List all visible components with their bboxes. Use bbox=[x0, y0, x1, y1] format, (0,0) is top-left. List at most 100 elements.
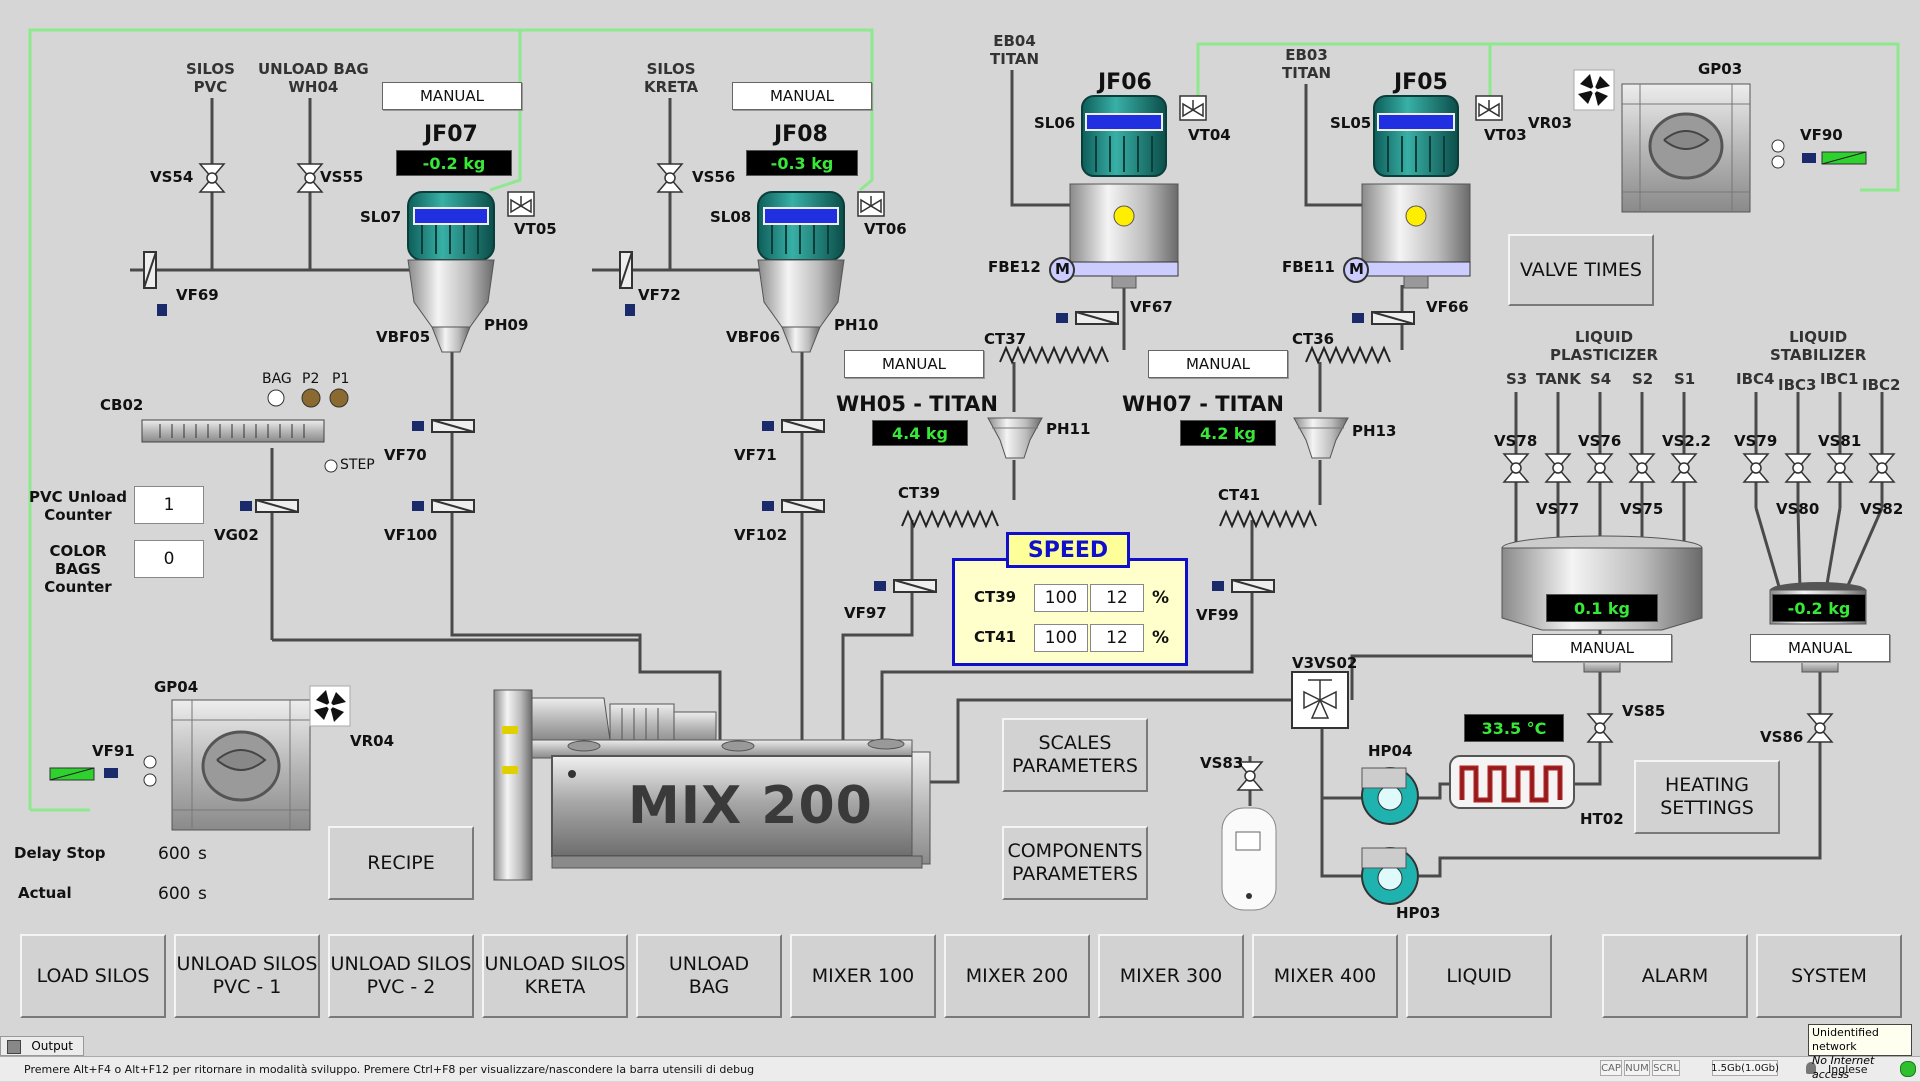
valve-times-button[interactable]: VALVE TIMES bbox=[1508, 234, 1654, 306]
vs75-label: VS75 bbox=[1620, 500, 1664, 518]
fbe11-motor-label: M bbox=[1349, 260, 1364, 278]
output-tab-icon bbox=[7, 1040, 21, 1054]
p1-indicator-label: P1 bbox=[332, 371, 350, 387]
network-status-icon[interactable] bbox=[1900, 1061, 1916, 1077]
eb03-label: EB03 TITAN bbox=[1282, 46, 1332, 82]
sl08-label: SL08 bbox=[710, 208, 752, 226]
nav-unload-silos-kreta-button[interactable]: UNLOAD SILOS KRETA bbox=[482, 934, 628, 1018]
network-tooltip-title: Unidentified network bbox=[1812, 1026, 1879, 1053]
vt03-label: VT03 bbox=[1484, 126, 1527, 144]
lp-source-s2: S2 bbox=[1632, 370, 1654, 388]
status-bar: Premere Alt+F4 o Alt+F12 per ritornare i… bbox=[0, 1056, 1920, 1081]
sl05-label: SL05 bbox=[1330, 114, 1372, 132]
vf69-label: VF69 bbox=[176, 286, 219, 304]
scales-parameters-button[interactable]: SCALES PARAMETERS bbox=[1002, 718, 1148, 792]
num-lock-indicator: NUM bbox=[1624, 1060, 1650, 1076]
nav-unload-bag-button[interactable]: UNLOAD BAG bbox=[636, 934, 782, 1018]
network-tooltip-subtitle: No Internet access bbox=[1812, 1054, 1875, 1081]
color-bags-counter-field[interactable]: 0 bbox=[134, 540, 204, 578]
vr04-label: VR04 bbox=[350, 732, 395, 750]
hp04-label: HP04 bbox=[1368, 742, 1413, 760]
silo-jf07 bbox=[407, 191, 495, 353]
vf91-label: VF91 bbox=[92, 742, 135, 760]
sl06-label: SL06 bbox=[1034, 114, 1076, 132]
nav-mixer-300-button[interactable]: MIXER 300 bbox=[1098, 934, 1244, 1018]
liquid-stabilizer-title: LIQUID STABILIZER bbox=[1770, 328, 1867, 364]
vs76-label: VS76 bbox=[1578, 432, 1622, 450]
speed-ct39-value[interactable]: 100 bbox=[1034, 584, 1088, 612]
conveyor-cb02 bbox=[141, 419, 325, 443]
ls-source-ibc4: IBC4 bbox=[1736, 370, 1775, 388]
speed-ct39-hz[interactable]: 12 bbox=[1090, 584, 1144, 612]
step-button[interactable]: STEP bbox=[340, 457, 375, 473]
wh07-weight-display: 4.2 kg bbox=[1180, 420, 1276, 446]
speed-ct41-hz[interactable]: 12 bbox=[1090, 624, 1144, 652]
color-bags-counter-label: COLOR BAGS Counter bbox=[44, 542, 112, 596]
vf71-label: VF71 bbox=[734, 446, 777, 464]
ls-mode-button[interactable]: MANUAL bbox=[1750, 634, 1890, 662]
nav-alarm-button[interactable]: ALARM bbox=[1602, 934, 1748, 1018]
delay-stop-value: 600 bbox=[158, 844, 191, 864]
vt05-label: VT05 bbox=[514, 220, 557, 238]
output-tab[interactable]: Output bbox=[0, 1036, 84, 1056]
eb04-label: EB04 TITAN bbox=[990, 32, 1040, 68]
ls-source-ibc2: IBC2 bbox=[1862, 376, 1901, 394]
wh05-mode-button[interactable]: MANUAL bbox=[844, 350, 984, 378]
ph13-label: PH13 bbox=[1352, 422, 1397, 440]
heating-settings-button[interactable]: HEATING SETTINGS bbox=[1634, 760, 1780, 834]
delay-stop-label: Delay Stop bbox=[14, 844, 106, 862]
status-message: Premere Alt+F4 o Alt+F12 per ritornare i… bbox=[24, 1063, 755, 1076]
wh07-title: WH07 - TITAN bbox=[1122, 392, 1284, 416]
ph10-label: PH10 bbox=[834, 316, 879, 334]
ls-source-ibc3: IBC3 bbox=[1778, 376, 1817, 394]
silo-jf05 bbox=[1361, 95, 1471, 289]
recipe-button[interactable]: RECIPE bbox=[328, 826, 474, 900]
bag-indicator-label: BAG bbox=[262, 371, 292, 387]
hopper-ph11 bbox=[987, 417, 1043, 459]
pump-gp03 bbox=[1621, 83, 1751, 213]
speed-title: SPEED bbox=[1006, 532, 1130, 568]
nav-mixer-100-button[interactable]: MIXER 100 bbox=[790, 934, 936, 1018]
actual-label: Actual bbox=[18, 884, 72, 902]
pvc-unload-counter-field[interactable]: 1 bbox=[134, 486, 204, 524]
nav-mixer-400-button[interactable]: MIXER 400 bbox=[1252, 934, 1398, 1018]
speed-ct41-value[interactable]: 100 bbox=[1034, 624, 1088, 652]
vf102-label: VF102 bbox=[734, 526, 788, 544]
nav-liquid-button[interactable]: LIQUID bbox=[1406, 934, 1552, 1018]
ct37-label: CT37 bbox=[984, 330, 1027, 348]
cb02-label: CB02 bbox=[100, 396, 144, 414]
nav-unload-silos-pvc1-button[interactable]: UNLOAD SILOS PVC - 1 bbox=[174, 934, 320, 1018]
pump-hp03 bbox=[1360, 847, 1419, 905]
vr03-label: VR03 bbox=[1528, 114, 1573, 132]
lp-source-s1: S1 bbox=[1674, 370, 1696, 388]
pump-gp04 bbox=[171, 699, 311, 831]
jf07-mode-button[interactable]: MANUAL bbox=[382, 82, 522, 110]
nav-unload-silos-pvc2-button[interactable]: UNLOAD SILOS PVC - 2 bbox=[328, 934, 474, 1018]
nav-system-button[interactable]: SYSTEM bbox=[1756, 934, 1902, 1018]
nav-load-silos-button[interactable]: LOAD SILOS bbox=[20, 934, 166, 1018]
components-parameters-button[interactable]: COMPONENTS PARAMETERS bbox=[1002, 826, 1148, 900]
lp-weight-display: 0.1 kg bbox=[1546, 594, 1658, 622]
vt06-label: VT06 bbox=[864, 220, 907, 238]
vs54-label: VS54 bbox=[150, 168, 194, 186]
jf07-title: JF07 bbox=[424, 122, 478, 147]
vs55-label: VS55 bbox=[320, 168, 364, 186]
jf08-mode-button[interactable]: MANUAL bbox=[732, 82, 872, 110]
fbe12-label: FBE12 bbox=[988, 258, 1041, 276]
ct39-label: CT39 bbox=[898, 484, 941, 502]
ct36-label: CT36 bbox=[1292, 330, 1335, 348]
unload-bag-wh04-label: UNLOAD BAG WH04 bbox=[258, 60, 369, 96]
user-icon bbox=[1806, 1062, 1816, 1074]
nav-mixer-200-button[interactable]: MIXER 200 bbox=[944, 934, 1090, 1018]
vs86-label: VS86 bbox=[1760, 728, 1804, 746]
lp-source-s3: S3 bbox=[1506, 370, 1528, 388]
wh05-title: WH05 - TITAN bbox=[836, 392, 998, 416]
delay-stop-unit: s bbox=[198, 844, 207, 864]
lp-mode-button[interactable]: MANUAL bbox=[1532, 634, 1672, 662]
network-tooltip: Unidentified network No Internet access bbox=[1808, 1024, 1912, 1081]
wh07-mode-button[interactable]: MANUAL bbox=[1148, 350, 1288, 378]
vs81-label: VS81 bbox=[1818, 432, 1862, 450]
vg02-label: VG02 bbox=[214, 526, 259, 544]
sl07-label: SL07 bbox=[360, 208, 402, 226]
